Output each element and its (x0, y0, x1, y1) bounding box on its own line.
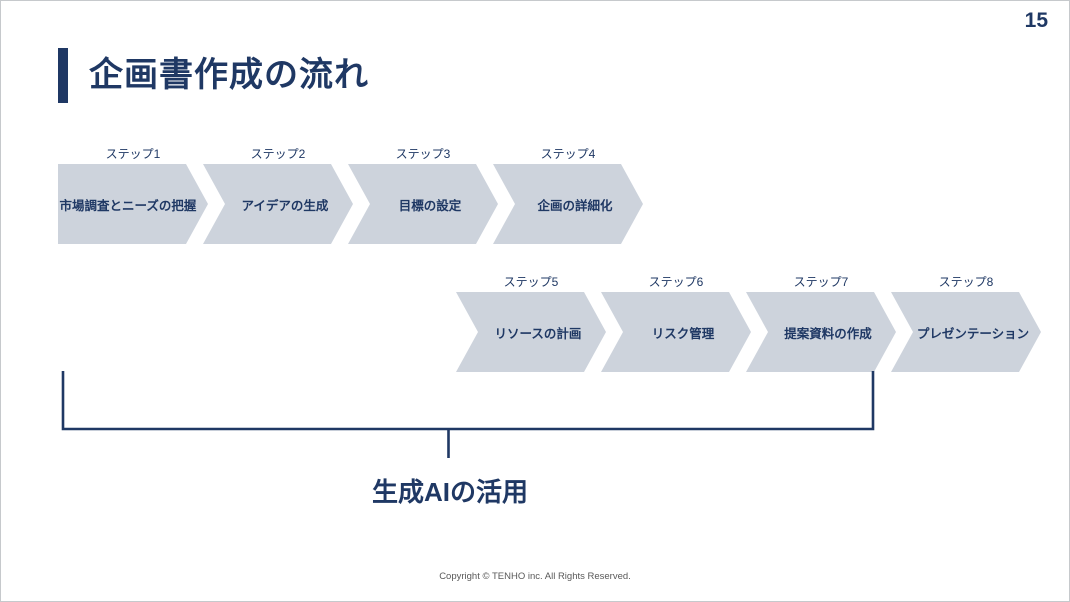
chevron-arrow: アイデアの生成 (203, 164, 353, 244)
step-text: リソースの計画 (494, 326, 582, 341)
chevron-arrow: プレゼンテーション (891, 292, 1041, 372)
bracket-line (61, 371, 875, 458)
step-label: ステップ7 (793, 275, 849, 289)
step-text: リスク管理 (651, 326, 715, 341)
step-text: プレゼンテーション (916, 326, 1030, 341)
chevron-arrow: 目標の設定 (348, 164, 498, 244)
title-accent-bar (58, 48, 68, 103)
step-label: ステップ4 (540, 147, 596, 161)
step-label: ステップ5 (503, 275, 559, 289)
step-text: 目標の設定 (398, 198, 462, 213)
step-label: ステップ2 (250, 147, 306, 161)
page-number: 15 (1024, 9, 1048, 32)
step-label: ステップ3 (395, 147, 451, 161)
flow-step-4: ステップ4 企画の詳細化 (493, 146, 643, 244)
flow-step-1: ステップ1 市場調査とニーズの把握 (58, 146, 208, 244)
chevron-arrow: リスク管理 (601, 292, 751, 372)
step-text: 企画の詳細化 (537, 198, 613, 213)
ai-usage-label: 生成AIの活用 (371, 477, 528, 507)
step-label: ステップ1 (105, 147, 161, 161)
step-text: 市場調査とニーズの把握 (59, 198, 197, 213)
chevron-arrow: 企画の詳細化 (493, 164, 643, 244)
step-text: 提案資料の作成 (784, 326, 872, 341)
flow-step-2: ステップ2 アイデアの生成 (203, 146, 353, 244)
flow-step-8: ステップ8 プレゼンテーション (891, 274, 1041, 372)
flow-step-3: ステップ3 目標の設定 (348, 146, 498, 244)
step-text: アイデアの生成 (241, 198, 329, 213)
chevron-arrow: 提案資料の作成 (746, 292, 896, 372)
step-label: ステップ8 (938, 275, 994, 289)
slide-title: 企画書作成の流れ (89, 56, 369, 94)
step-label: ステップ6 (648, 275, 704, 289)
flow-step-6: ステップ6 リスク管理 (601, 274, 751, 372)
flow-step-5: ステップ5 リソースの計画 (456, 274, 606, 372)
flow-step-7: ステップ7 提案資料の作成 (746, 274, 896, 372)
copyright-footer: Copyright © TENHO inc. All Rights Reserv… (439, 571, 631, 582)
chevron-arrow: リソースの計画 (456, 292, 606, 372)
chevron-arrow: 市場調査とニーズの把握 (58, 164, 208, 244)
